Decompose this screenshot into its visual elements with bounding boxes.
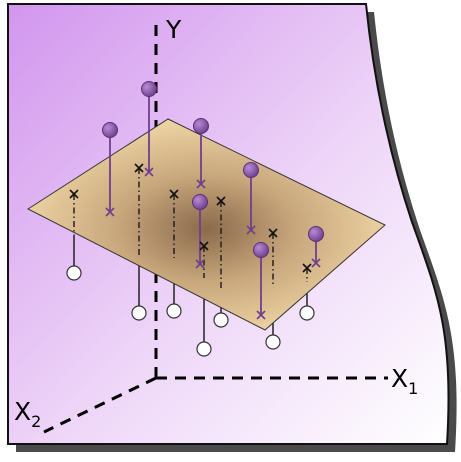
data-point-above (141, 81, 157, 97)
fitted-marker (134, 163, 144, 173)
fitted-marker (311, 258, 321, 268)
data-point-above (192, 194, 208, 210)
data-point-below (131, 305, 147, 321)
x2-axis-line (43, 376, 157, 434)
x1-axis-label-sub: 1 (408, 379, 418, 398)
x2-axis-label-main: X (14, 397, 31, 426)
x1-axis-label: X1 (391, 364, 418, 398)
residuals-below-on-plane (73, 168, 308, 290)
data-point-below (213, 312, 229, 328)
fitted-marker (169, 189, 179, 199)
fitted-marker (69, 189, 79, 199)
residuals-above (109, 90, 317, 315)
data-point-below (166, 303, 182, 319)
fitted-marker (246, 225, 256, 235)
fitted-marker (268, 228, 278, 238)
fitted-markers (69, 163, 312, 273)
regression-plane (26, 118, 386, 331)
data-point-above (243, 162, 259, 178)
fitted-markers-above (105, 167, 321, 320)
data-point-below (66, 265, 82, 281)
data-point-below (265, 334, 281, 350)
data-point-below (196, 341, 212, 357)
fitted-marker (105, 207, 115, 217)
fitted-marker (302, 263, 312, 273)
fitted-marker (216, 196, 226, 206)
data-point-below (299, 305, 315, 321)
fitted-marker (196, 179, 206, 189)
points-above (102, 81, 324, 258)
fitted-marker (144, 167, 154, 177)
y-axis-label: Y (165, 15, 182, 44)
x2-axis-label-sub: 2 (31, 412, 41, 431)
data-point-above (253, 242, 269, 258)
x2-axis-label: X2 (14, 397, 41, 431)
x1-axis-label-main: X (391, 364, 408, 393)
data-point-above (308, 226, 324, 242)
points-below (66, 265, 315, 357)
data-point-above (102, 122, 118, 138)
fitted-marker (195, 259, 205, 269)
data-point-above (193, 118, 209, 134)
fitted-marker (256, 310, 266, 320)
fitted-marker (199, 241, 209, 251)
